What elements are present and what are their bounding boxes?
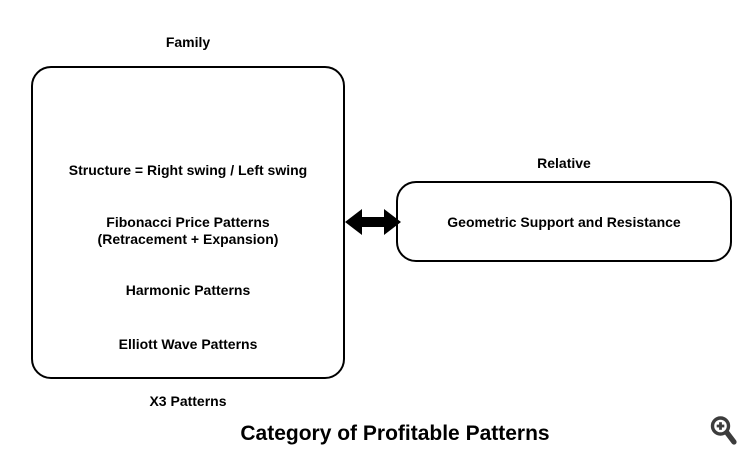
- relative-group-label: Relative: [537, 155, 591, 171]
- family-group-label: Family: [165, 34, 211, 50]
- family-item-structure: Structure = Right swing / Left swing: [68, 162, 308, 178]
- zoom-in-icon[interactable]: [709, 415, 739, 447]
- family-box: Structure = Right swing / Left swing Fib…: [31, 66, 345, 409]
- family-item-harmonic: Harmonic Patterns: [125, 282, 251, 298]
- relative-box: [396, 181, 732, 262]
- diagram-caption: Category of Profitable Patterns: [240, 422, 550, 445]
- family-item-x3: X3 Patterns: [149, 393, 227, 409]
- relative-item-geometric: Geometric Support and Resistance: [447, 213, 681, 230]
- family-item-elliott: Elliott Wave Patterns: [118, 336, 258, 352]
- relative-box-content: Geometric Support and Resistance: [396, 181, 732, 262]
- family-item-fibonacci: Fibonacci Price Patterns (Retracement + …: [97, 214, 279, 247]
- double-arrow-icon: [345, 209, 401, 235]
